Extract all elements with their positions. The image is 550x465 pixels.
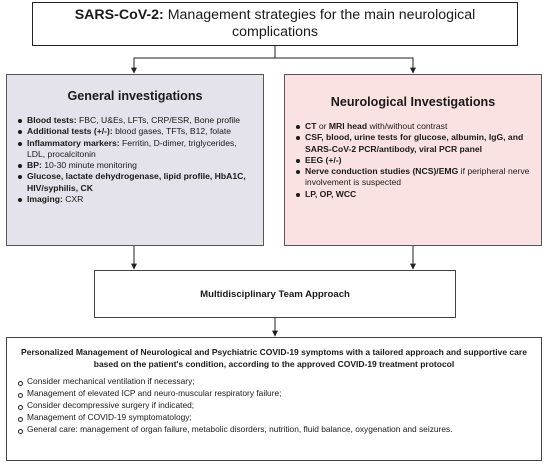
- general-investigations-list: Blood tests: FBC, U&Es, LFTs, CRP/ESR, B…: [15, 115, 255, 205]
- title-strong: SARS-CoV-2:: [74, 7, 164, 23]
- list-item: Consider mechanical ventilation if neces…: [18, 376, 531, 388]
- list-item: Consider decompressive surgery if indica…: [18, 400, 531, 412]
- item-label: LP, OP, WCC: [305, 188, 357, 199]
- list-item: Management of COVID-19 symptomatology;: [18, 412, 531, 424]
- item-label: BP:: [27, 160, 42, 171]
- personalized-management-list: Consider mechanical ventilation if neces…: [17, 376, 531, 436]
- list-item: Management of elevated ICP and neuro-mus…: [18, 388, 531, 400]
- list-item: General care: management of organ failur…: [18, 424, 531, 436]
- title-rest: Management strategies for the main neuro…: [163, 7, 476, 40]
- multidisciplinary-team-box: Multidisciplinary Team Approach: [94, 270, 456, 318]
- list-item: Nerve conduction studies (NCS)/EMG if pe…: [296, 166, 533, 189]
- item-text: blood gases, TFTs, B12, folate: [112, 126, 232, 137]
- neurological-investigations-panel: Neurological Investigations CT or MRI he…: [284, 74, 542, 246]
- item-label: Additional tests (+/-):: [27, 126, 113, 137]
- personalized-management-box: Personalized Management of Neurological …: [6, 337, 542, 461]
- diagram-title: SARS-CoV-2: Management strategies for th…: [32, 2, 518, 46]
- item-text: or: [316, 121, 329, 131]
- arrow-title-to-general: [131, 46, 276, 74]
- item-label: Blood tests:: [27, 115, 77, 125]
- personalized-management-heading: Personalized Management of Neurological …: [21, 347, 527, 369]
- item-text: CXR: [62, 194, 84, 205]
- item-text: FBC, U&Es, LFTs, CRP/ESR, Bone profile: [76, 115, 240, 125]
- item-label: CSF, blood, urine tests for glucose, alb…: [305, 132, 524, 154]
- multidisciplinary-team-label: Multidisciplinary Team Approach: [200, 288, 350, 300]
- neurological-investigations-heading: Neurological Investigations: [330, 95, 496, 109]
- list-item: Additional tests (+/-): blood gases, TFT…: [18, 126, 255, 137]
- list-item: Glucose, lactate dehydrogenase, lipid pr…: [18, 171, 255, 194]
- list-item: EEG (+/-): [296, 154, 533, 166]
- item-text: 10-30 minute monitoring: [41, 160, 137, 171]
- item-label: Inflammatory markers:: [27, 137, 120, 148]
- item-label: CT: [305, 121, 317, 131]
- arrow-title-to-neuro: [275, 57, 416, 74]
- neurological-investigations-list: CT or MRI head with/without contrast CSF…: [293, 121, 533, 200]
- item-label: Glucose, lactate dehydrogenase, lipid pr…: [27, 171, 246, 193]
- list-item: LP, OP, WCC: [296, 188, 533, 200]
- list-item: Inflammatory markers: Ferritin, D-dimer,…: [18, 137, 255, 161]
- item-label: EEG (+/-): [305, 154, 342, 165]
- item-text: Ferritin, D-dimer, triglycerides, LDL, p…: [27, 137, 237, 159]
- list-item: CSF, blood, urine tests for glucose, alb…: [296, 132, 533, 155]
- list-item: Blood tests: FBC, U&Es, LFTs, CRP/ESR, B…: [18, 115, 255, 126]
- general-investigations-heading: General investigations: [67, 89, 203, 103]
- item-text: if peripheral nerve involvement is suspe…: [305, 166, 530, 188]
- item-label: MRI head: [328, 121, 368, 131]
- item-label: Imaging:: [27, 194, 63, 205]
- item-text: with/without contrast: [367, 121, 448, 131]
- list-item: Imaging: CXR: [18, 194, 255, 205]
- item-label: Nerve conduction studies (NCS)/EMG: [305, 166, 459, 177]
- list-item: CT or MRI head with/without contrast: [296, 121, 533, 132]
- list-item: BP: 10-30 minute monitoring: [18, 160, 255, 171]
- general-investigations-panel: General investigations Blood tests: FBC,…: [6, 74, 264, 246]
